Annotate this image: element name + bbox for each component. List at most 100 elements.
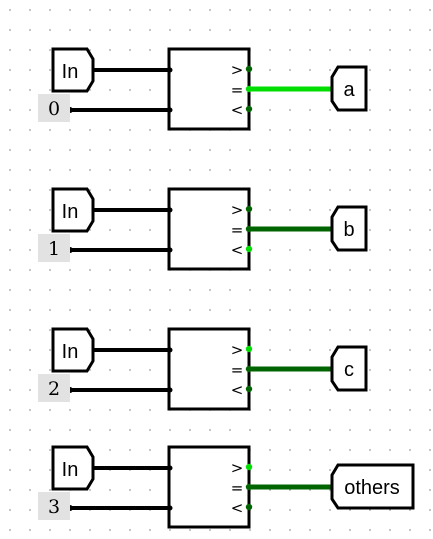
constant-value: 3 (48, 496, 60, 518)
grid-dot (329, 509, 331, 511)
grid-dot (89, 309, 91, 311)
grid-dot (389, 149, 391, 151)
comparator-block[interactable] (167, 47, 251, 131)
grid-dot (389, 329, 391, 331)
grid-dot (109, 229, 111, 231)
grid-dot (209, 29, 211, 31)
grid-dot (409, 529, 411, 531)
grid-dot (289, 329, 291, 331)
grid-dot (369, 529, 371, 531)
grid-dot (429, 29, 431, 31)
grid-dot (149, 129, 151, 131)
grid-dot (209, 149, 211, 151)
constant-block[interactable] (38, 94, 70, 122)
grid-dot (309, 69, 311, 71)
grid-dot (309, 409, 311, 411)
input-pin-label: In (62, 201, 79, 223)
grid-dot (409, 329, 411, 331)
grid-dot (229, 29, 231, 31)
grid-dot (329, 289, 331, 291)
grid-dot (109, 189, 111, 191)
input-pin[interactable] (51, 445, 95, 491)
grid-dot (269, 529, 271, 531)
output-pin[interactable] (330, 205, 368, 252)
grid-dot (149, 529, 151, 531)
grid-dot (149, 189, 151, 191)
grid-dot (369, 369, 371, 371)
input-pin[interactable] (51, 327, 95, 373)
comparator-unit: In 1 > = < b (38, 187, 368, 271)
grid-dot (9, 429, 11, 431)
grid-dot (329, 329, 331, 331)
grid-dot (429, 209, 431, 211)
grid-dot (249, 149, 251, 151)
grid-dot (49, 49, 51, 51)
grid-dot (289, 309, 291, 311)
grid-dot (109, 409, 111, 411)
grid-dot (129, 369, 131, 371)
lt-symbol: < (231, 241, 244, 259)
grid-dot (129, 169, 131, 171)
grid-dot (29, 229, 31, 231)
grid-dot (89, 129, 91, 131)
grid-dot (289, 189, 291, 191)
grid-dot (49, 229, 51, 231)
grid-dot (389, 129, 391, 131)
grid-dot (29, 9, 31, 11)
grid-dot (409, 309, 411, 311)
grid-dot (429, 169, 431, 171)
grid-dot (49, 429, 51, 431)
grid-dot (29, 469, 31, 471)
grid-dot (369, 109, 371, 111)
output-pin[interactable] (330, 463, 415, 510)
input-pin[interactable] (51, 47, 95, 93)
grid-dot (369, 29, 371, 31)
grid-dot (229, 529, 231, 531)
output-pin[interactable] (330, 345, 368, 392)
grid-dot (409, 289, 411, 291)
comparator-block[interactable] (167, 187, 251, 271)
grid-dot (169, 309, 171, 311)
grid-dot (329, 349, 331, 351)
output-pin[interactable] (330, 65, 368, 112)
constant-block[interactable] (38, 374, 70, 402)
grid-dot (269, 29, 271, 31)
constant-block[interactable] (38, 492, 70, 520)
grid-dot (369, 269, 371, 271)
grid-dot (29, 89, 31, 91)
grid-dot (29, 29, 31, 31)
grid-dot (129, 289, 131, 291)
grid-dot (329, 489, 331, 491)
grid-dot (49, 169, 51, 171)
grid-dot (109, 529, 111, 531)
grid-dot (429, 129, 431, 131)
grid-dot (29, 189, 31, 191)
grid-dot (309, 509, 311, 511)
grid-dot (289, 489, 291, 491)
grid-dot (409, 129, 411, 131)
grid-dot (69, 309, 71, 311)
comparator-block[interactable] (167, 327, 251, 411)
constant-block[interactable] (38, 234, 70, 262)
input-pin[interactable] (51, 187, 95, 233)
grid-dot (429, 529, 431, 531)
grid-dot (49, 409, 51, 411)
eq-symbol: = (231, 221, 244, 239)
grid-dot (309, 529, 311, 531)
grid-dot (409, 509, 411, 511)
grid-dot (89, 289, 91, 291)
grid-dot (89, 49, 91, 51)
grid-dot (329, 9, 331, 11)
grid-dot (429, 69, 431, 71)
comparator-block[interactable] (167, 445, 251, 529)
grid-dot (369, 189, 371, 191)
grid-dot (269, 109, 271, 111)
grid-dot (349, 449, 351, 451)
grid-dot (129, 269, 131, 271)
grid-dot (29, 329, 31, 331)
grid-dot (49, 349, 51, 351)
grid-dot (9, 289, 11, 291)
grid-dot (109, 429, 111, 431)
grid-dot (269, 129, 271, 131)
